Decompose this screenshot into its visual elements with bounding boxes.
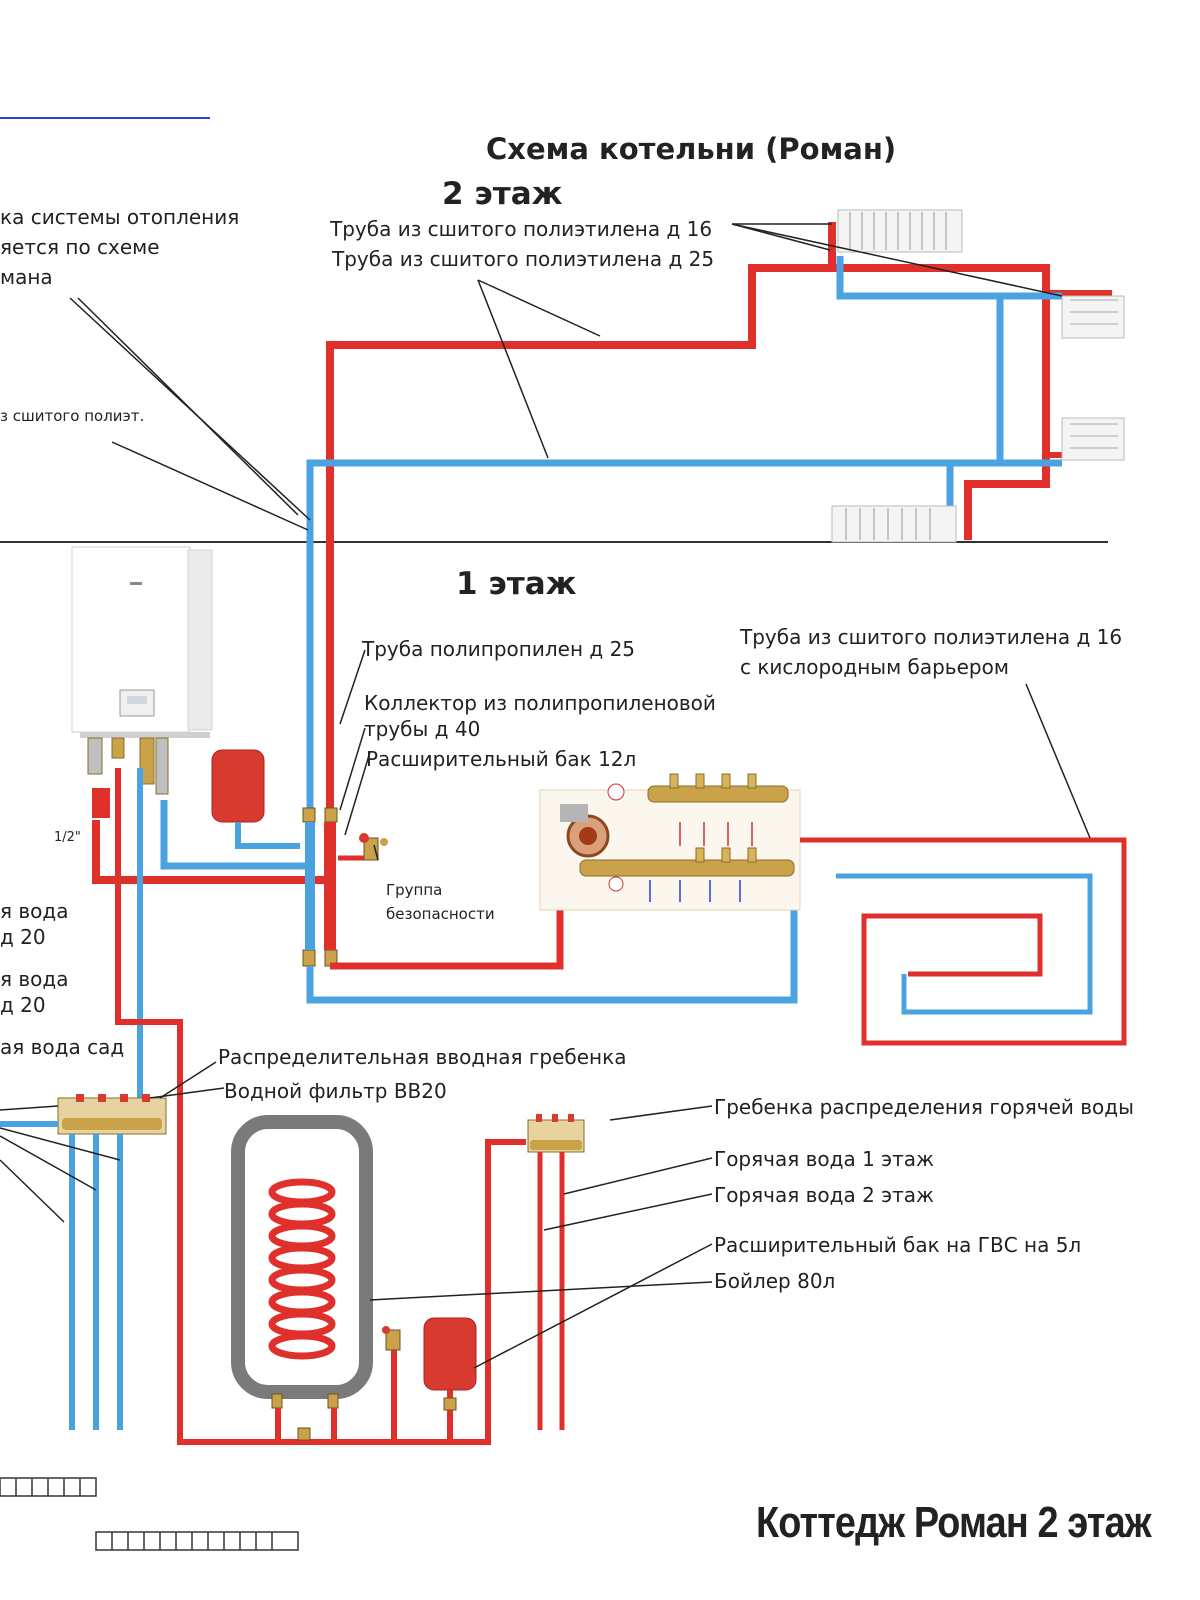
water-label-b2: д 20 [0, 993, 46, 1017]
pex25-label: Труба из сшитого полиэтилена д 25 [332, 247, 715, 271]
floor2-return-main [306, 256, 1004, 945]
floor1-heading: 1 этаж [456, 566, 577, 602]
input-manifold-label: Распределительная вводная гребенка [218, 1045, 627, 1069]
underfloor-loop-supply [800, 837, 1127, 1046]
water-heater-label: Бойлер 80л [714, 1269, 836, 1293]
pp25-label: Труба полипропилен д 25 [362, 637, 636, 661]
boiler-return-pipe [160, 800, 310, 870]
floor1-leader-lines [339, 649, 1091, 861]
gas-boiler [71, 546, 213, 738]
water-label-garden: ая вода сад [0, 1035, 125, 1059]
left-pex-label: з сшитого полиэт. [0, 407, 145, 425]
left-note: ка системы отопления яется по схеме мана [0, 204, 239, 290]
input-leader-lines [0, 1061, 225, 1223]
input-manifold [57, 1094, 167, 1135]
boiler-valves [87, 737, 169, 818]
dhw-tank-label: Расширительный бак на ГВС на 5л [714, 1233, 1082, 1257]
safety-group-label: Группа безопасности [386, 880, 495, 924]
dhw-leader-lines [369, 1105, 713, 1369]
collector-label: Коллектор из полипропиленовой трубы д 40 [364, 690, 716, 742]
safety-group-line1: Группа [386, 881, 443, 899]
floor-pex-label: Труба из сшитого полиэтилена д 16 с кисл… [740, 624, 1122, 680]
collector-label-line1: Коллектор из полипропиленовой [364, 691, 716, 715]
left-note-line2: яется по схеме [0, 235, 160, 259]
left-note-line3: мана [0, 265, 53, 289]
radiator-right-lower [1061, 417, 1125, 461]
water-label-a1: я вода [0, 899, 69, 923]
water-filter-label: Водной фильтр ВВ20 [224, 1079, 447, 1103]
water-heater-80l [231, 1115, 373, 1442]
bottom-grid-outline [0, 1477, 299, 1551]
page-title: Схема котельни (Роман) [486, 132, 897, 166]
footer-title: Коттедж Роман 2 этаж [756, 1498, 1152, 1547]
collector-label-line2: трубы д 40 [364, 717, 481, 741]
boiler-supply-pipe [92, 820, 330, 884]
floor2-supply-main [326, 222, 836, 940]
floor-pex-line2: с кислородным барьером [740, 655, 1009, 679]
riser-valves [302, 807, 338, 967]
hot-water-from-boiler [115, 768, 526, 1445]
manifold-supply-line [330, 900, 564, 970]
expansion-tank-12-label: Расширительный бак 12л [366, 747, 637, 771]
dhw-safety-valve [382, 1326, 401, 1442]
floor2-leader-lines [69, 223, 1063, 531]
expansion-tank-12l [211, 749, 300, 849]
floor2-supply-branch [832, 264, 1050, 540]
left-note-line1: ка системы отопления [0, 205, 240, 229]
underfloor-manifold [539, 773, 801, 911]
underfloor-loop-return [836, 873, 1093, 1015]
dhw-expansion-tank-5l [423, 1317, 477, 1442]
hot-water-manifold [527, 1114, 585, 1153]
hot-water-1-label: Горячая вода 1 этаж [714, 1147, 935, 1171]
water-label-b1: я вода [0, 967, 69, 991]
radiator-right-upper [1061, 295, 1125, 339]
radiator-bottom [831, 505, 957, 543]
radiator-top [837, 209, 963, 253]
pex16-label: Труба из сшитого полиэтилена д 16 [330, 217, 713, 241]
safety-group-line2: безопасности [386, 905, 495, 923]
fitting-size-label: 1/2" [54, 830, 81, 845]
floor2-heading: 2 этаж [442, 176, 563, 212]
floor-pex-line1: Труба из сшитого полиэтилена д 16 [740, 625, 1123, 649]
hot-manifold-label: Гребенка распределения горячей воды [714, 1095, 1134, 1119]
cold-water-lines [0, 1121, 123, 1430]
hot-water-2-label: Горячая вода 2 этаж [714, 1183, 935, 1207]
safety-group [338, 833, 388, 861]
manifold-return-line [306, 910, 798, 1004]
water-label-a2: д 20 [0, 925, 46, 949]
